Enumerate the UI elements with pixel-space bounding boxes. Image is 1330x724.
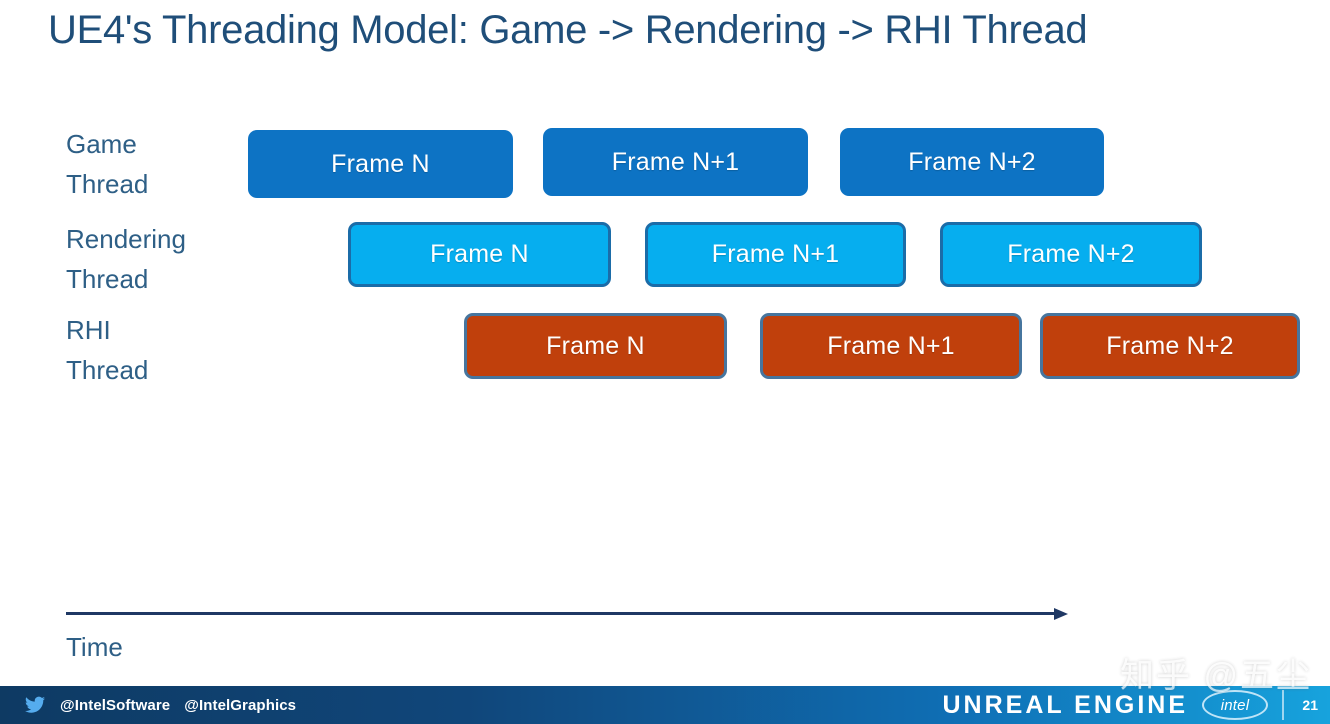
time-axis: [66, 608, 1068, 620]
frame-box-rhi-n: Frame N: [464, 313, 727, 379]
frame-box-rhi-n2: Frame N+2: [1040, 313, 1300, 379]
footer-social: @IntelSoftware @IntelGraphics: [24, 686, 296, 724]
frame-box-rendering-n2: Frame N+2: [940, 222, 1202, 287]
row-label-game-thread: Game Thread: [66, 129, 149, 199]
twitter-handle-intelsoftware[interactable]: @IntelSoftware: [60, 696, 171, 714]
frame-box-rendering-n: Frame N: [348, 222, 611, 287]
row-label-rendering-thread: Rendering Thread: [66, 224, 186, 294]
twitter-handle-intelgraphics[interactable]: @IntelGraphics: [184, 696, 297, 714]
twitter-bird-icon: [24, 694, 46, 716]
arrow-right-icon: [1054, 608, 1068, 620]
time-axis-label: Time: [66, 632, 123, 662]
footer-bar: @IntelSoftware @IntelGraphics UNREAL ENG…: [0, 686, 1330, 724]
frame-box-game-n1: Frame N+1: [543, 128, 808, 196]
frame-box-rhi-n1: Frame N+1: [760, 313, 1022, 379]
frame-box-game-n2: Frame N+2: [840, 128, 1104, 196]
frame-box-game-n: Frame N: [248, 130, 513, 198]
unreal-engine-logo: UNREAL ENGINE: [942, 690, 1188, 719]
threading-model-diagram: Game Thread Rendering Thread RHI Thread …: [66, 128, 1300, 662]
time-axis-line: [66, 612, 1056, 615]
frame-box-rendering-n1: Frame N+1: [645, 222, 906, 287]
page-number: 21: [1302, 697, 1318, 713]
footer-branding: UNREAL ENGINE intel 21: [942, 686, 1318, 724]
page-title: UE4's Threading Model: Game -> Rendering…: [48, 8, 1088, 52]
intel-logo: intel: [1202, 690, 1268, 720]
footer-divider: [1282, 690, 1284, 720]
row-label-rhi-thread: RHI Thread: [66, 315, 149, 385]
